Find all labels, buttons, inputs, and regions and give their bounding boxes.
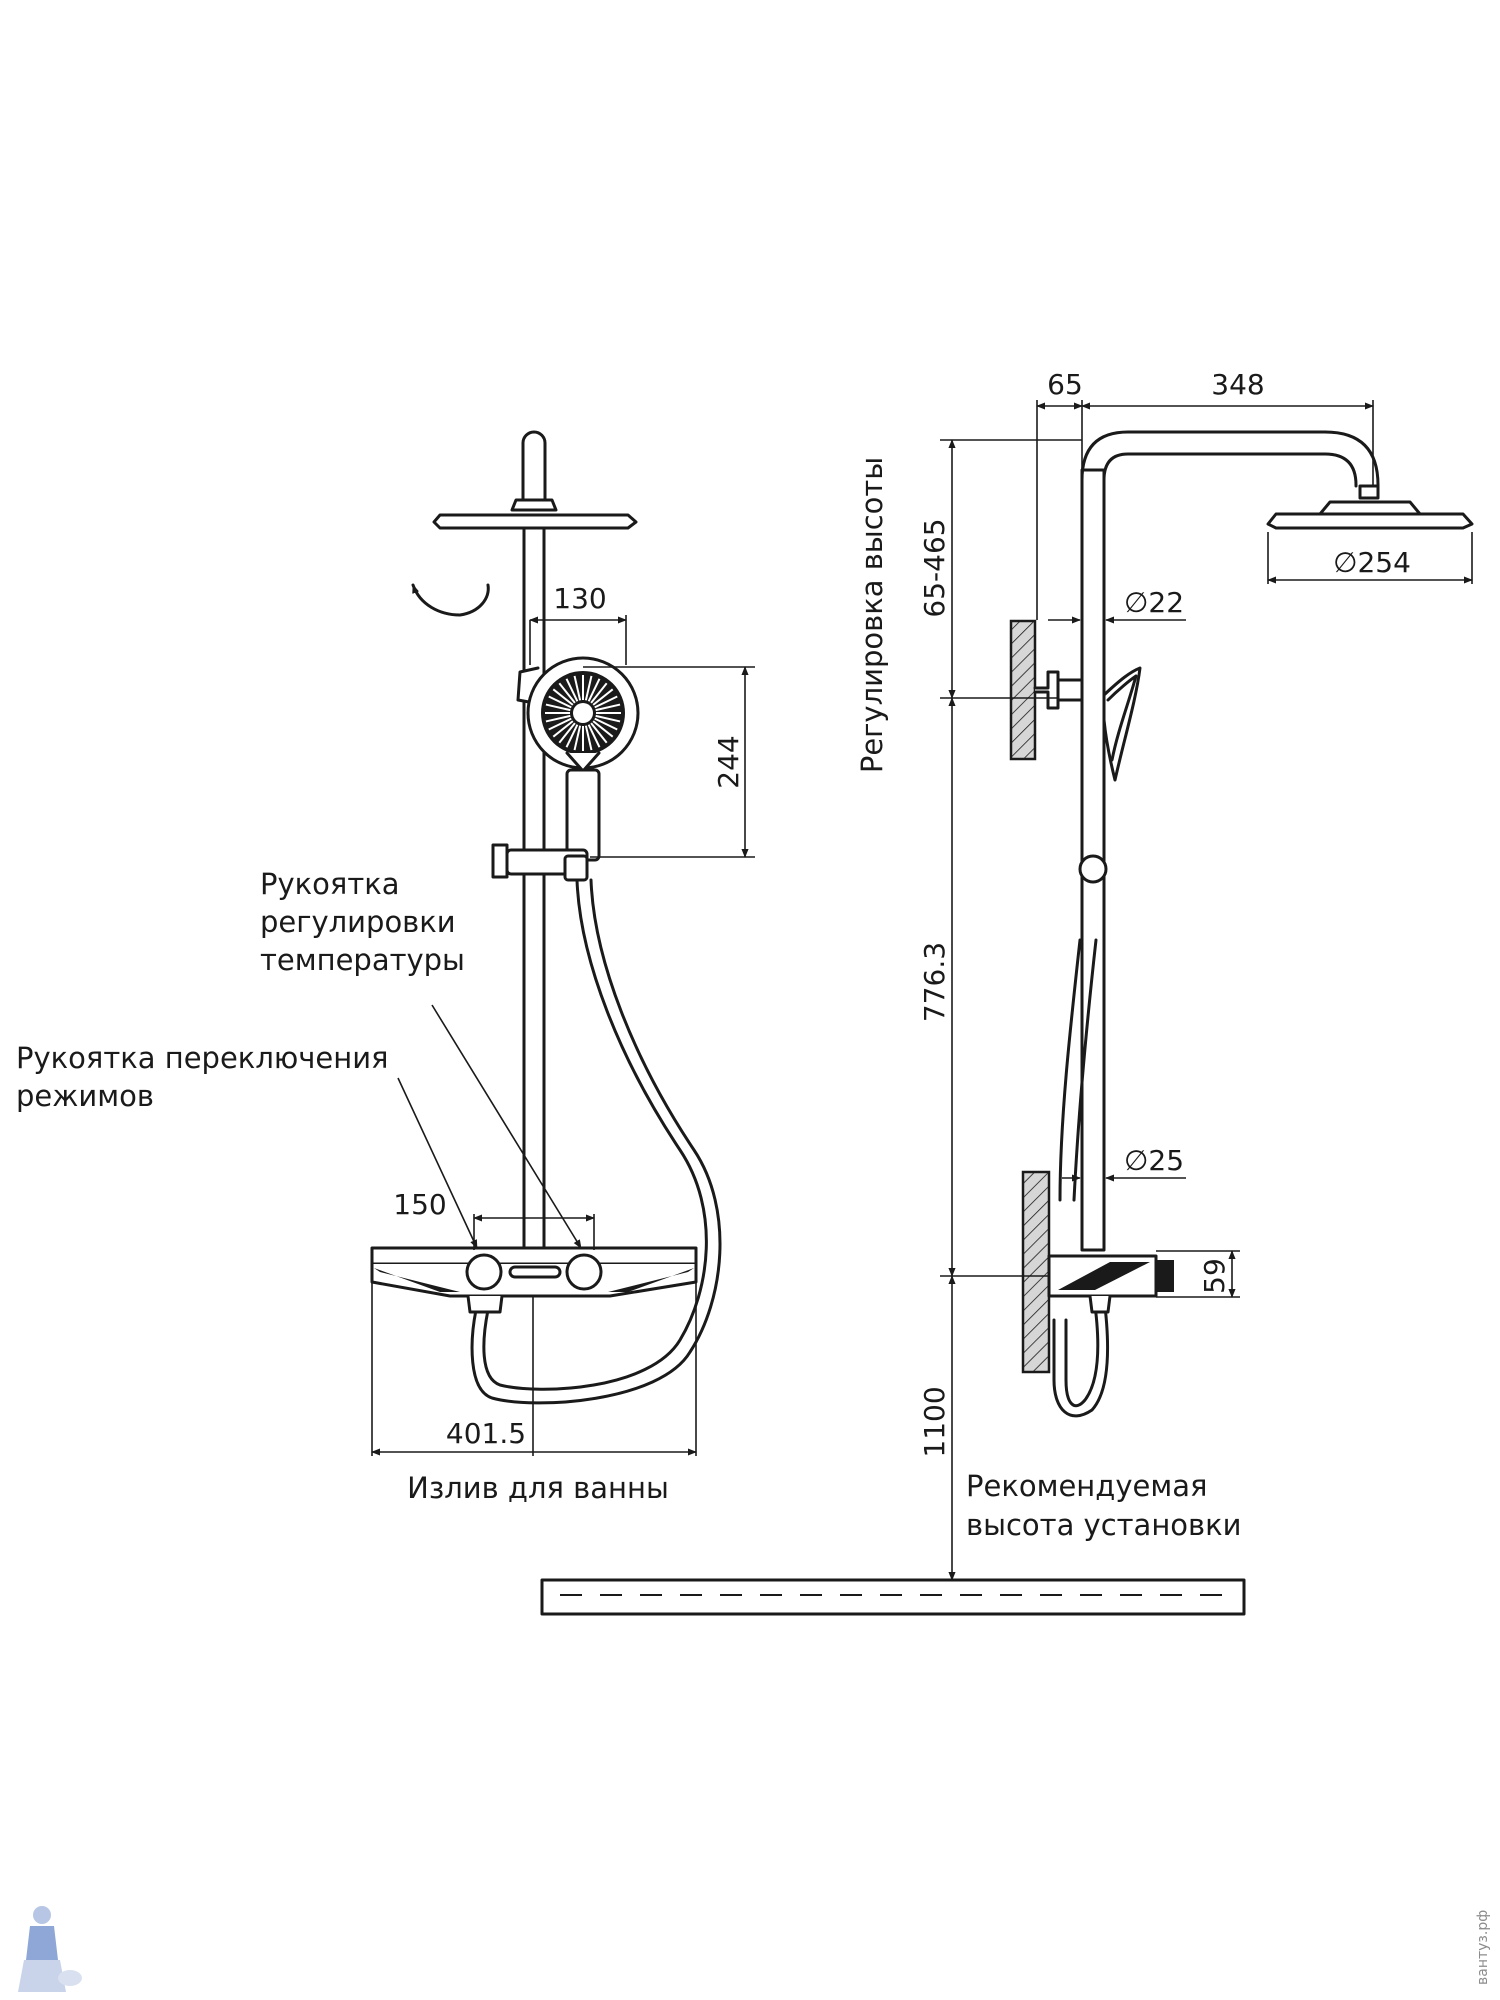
plumber-logo-icon — [18, 1906, 82, 1992]
front-rail — [522, 526, 546, 1250]
spray-ray — [592, 688, 614, 706]
side-holder-knob — [1078, 854, 1108, 884]
spray-ray — [548, 717, 572, 731]
spray-ray — [552, 688, 574, 706]
dim-handle-spacing: 150 — [393, 1188, 446, 1221]
dim-arm-reach: 348 — [1211, 368, 1264, 401]
dim-install-height: 1100 — [918, 1386, 951, 1457]
dim-handshower-height: 244 — [712, 735, 745, 788]
mode-handle-leader — [397, 1077, 478, 1249]
spray-ray — [573, 675, 582, 701]
dim-wall-offset: 65 — [1047, 368, 1083, 401]
spray-ray — [595, 714, 621, 723]
spray-ray — [590, 722, 608, 744]
front-view — [370, 430, 722, 1405]
dim-adjust-range: 65-465 — [918, 518, 951, 617]
dim-handshower-width: 130 — [553, 582, 606, 615]
front-mixer — [370, 1246, 698, 1314]
dim-rail-length: 776.3 — [918, 942, 951, 1022]
side-view — [1009, 430, 1474, 1418]
spray-ray — [545, 714, 571, 723]
spray-ray — [584, 675, 593, 701]
spray-ray — [594, 695, 618, 709]
spout-label: Излив для ванны — [407, 1471, 669, 1505]
spray-ray — [584, 725, 593, 751]
mode-handle-knob — [465, 1253, 503, 1291]
dim-pipe-bottom: ∅25 — [1124, 1144, 1184, 1177]
temp-handle-label: Рукоятка регулировки температуры — [260, 867, 465, 977]
side-wall-upper — [1009, 619, 1037, 761]
temp-handle-knob — [565, 1253, 603, 1291]
dim-head-diameter: ∅254 — [1333, 546, 1411, 579]
front-dimensions: 130 244 150 401.5 — [371, 582, 755, 1456]
spray-ray — [558, 682, 576, 704]
floor — [540, 1578, 1246, 1616]
dim-mixer-height: 59 — [1198, 1258, 1231, 1294]
mode-handle-label: Рукоятка переключения режимов — [16, 1041, 398, 1113]
height-adjust-label: Регулировка высоты — [855, 457, 889, 773]
side-overhead-head — [1266, 512, 1474, 530]
temp-handle-leader — [431, 1004, 582, 1249]
spray-ray — [587, 678, 601, 702]
side-wall-lower — [1021, 1170, 1051, 1374]
recommended-height-label: Рекомендуемая высота установки — [966, 1469, 1242, 1542]
spray-ray — [558, 722, 576, 744]
watermark-text: вантуз.рф — [1475, 1910, 1491, 1985]
front-hand-shower — [516, 656, 640, 862]
rotate-arrow-icon — [411, 583, 490, 617]
spray-ray — [594, 717, 618, 731]
front-hose — [482, 878, 708, 1391]
spray-ray — [595, 703, 621, 712]
spray-ray — [590, 682, 608, 704]
spray-ray — [573, 725, 582, 751]
spray-ray — [545, 703, 571, 712]
spray-ray — [587, 724, 601, 748]
side-mixer — [1047, 1254, 1174, 1314]
spray-ray — [552, 720, 574, 738]
dim-mixer-width: 401.5 — [446, 1417, 526, 1450]
dim-pipe-top: ∅22 — [1124, 586, 1184, 619]
spray-ray — [565, 724, 579, 748]
spray-ray — [592, 720, 614, 738]
spray-ray — [565, 678, 579, 702]
spray-ray — [548, 695, 572, 709]
side-dimensions: 65 348 ∅254 ∅22 ∅25 59 65-465 776.3 1100 — [918, 368, 1473, 1581]
front-overhead-shower — [432, 430, 638, 530]
front-shower-holder — [491, 843, 589, 882]
